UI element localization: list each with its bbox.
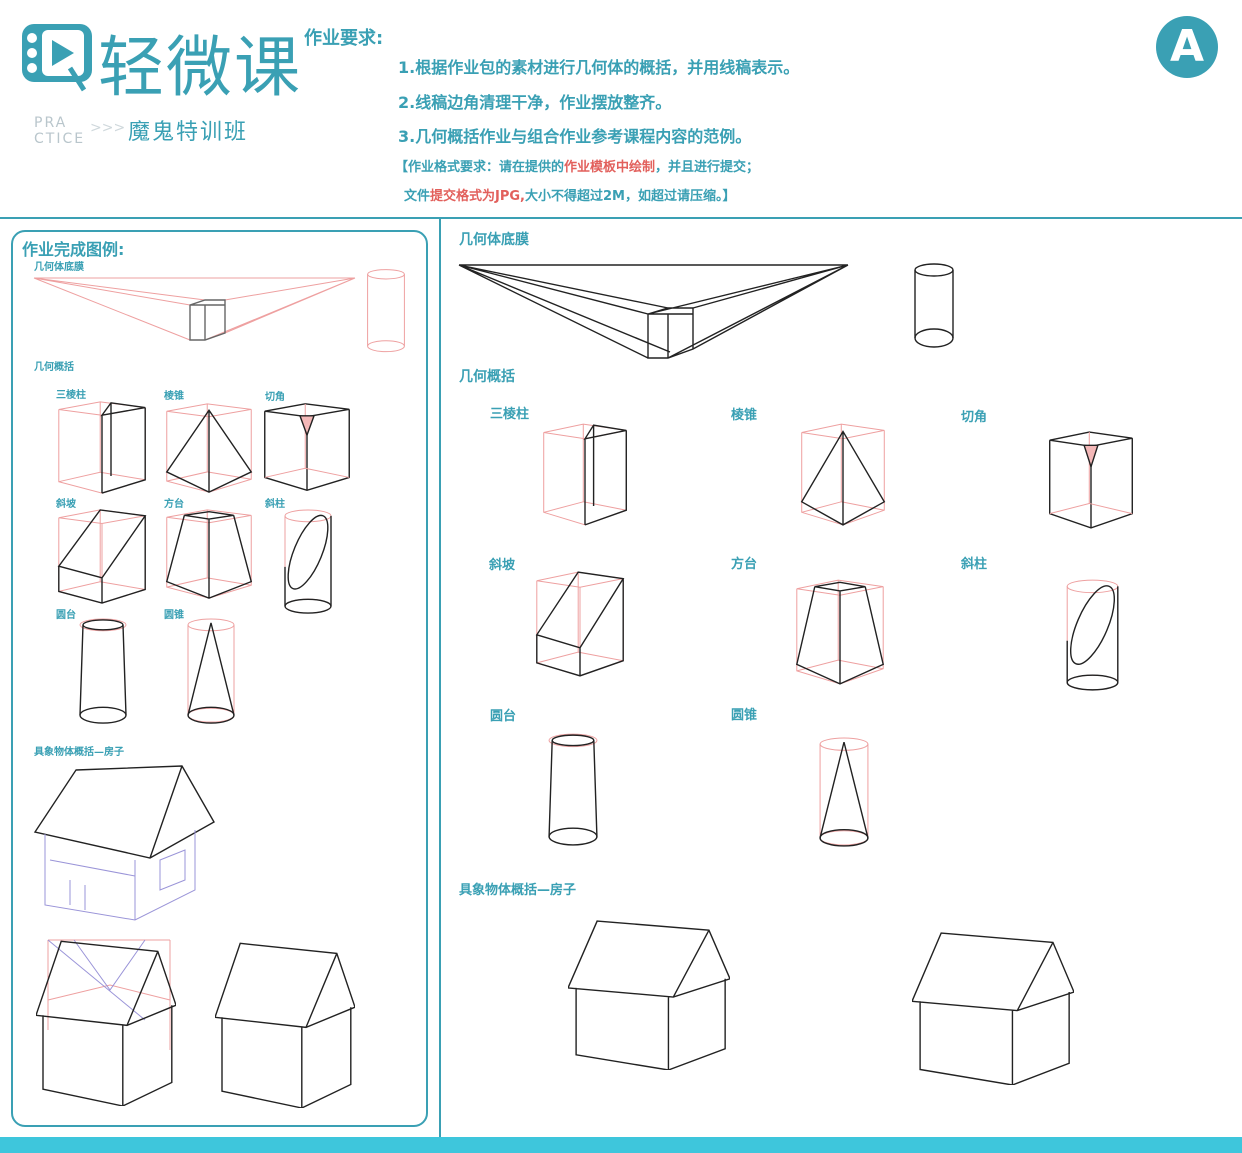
format-line-1: 【作业格式要求：请在提供的作业模板中绘制，并且进行提交；	[395, 160, 760, 175]
practice-label-2: CTICE	[34, 131, 86, 147]
subtitle: 魔鬼特训班	[128, 120, 249, 145]
header-divider	[0, 217, 1242, 219]
badge-a: A	[1156, 16, 1218, 78]
work-summary-label: 几何概括	[459, 369, 515, 385]
example-base-label: 几何体底膜	[34, 262, 84, 273]
example-shape-label: 三棱柱	[56, 390, 86, 401]
work-shape-label: 圆台	[490, 709, 517, 724]
detailed-house-sketch	[35, 766, 214, 920]
format-line-2: 文件提交格式为JPG,大小不得超过2M，如超过请压缩。】	[404, 189, 736, 204]
requirements-title: 作业要求:	[304, 28, 384, 49]
work-shape-label: 棱锥	[731, 408, 758, 423]
example-title: 作业完成图例:	[22, 240, 125, 259]
example-shape-label: 斜坡	[56, 499, 76, 510]
example-shape-label: 圆锥	[164, 610, 184, 621]
example-house-label: 具象物体概括—房子	[34, 747, 124, 758]
requirement-3: 3.几何概括作业与组合作业参考课程内容的范例。	[398, 127, 752, 146]
example-shape-label: 圆台	[56, 610, 76, 621]
arrows: >>>	[90, 120, 126, 136]
example-summary-label: 几何概括	[34, 362, 74, 373]
panel-divider	[439, 219, 441, 1137]
play-video-logo-icon	[22, 24, 92, 92]
work-shape-label: 三棱柱	[490, 407, 530, 422]
work-shape-label: 斜坡	[489, 558, 516, 573]
work-base-label: 几何体底膜	[459, 232, 529, 248]
example-panel	[11, 230, 428, 1127]
brand-name: 轻微课	[98, 29, 302, 106]
example-shapes	[35, 402, 355, 1108]
practice-label-1: PRA	[34, 115, 68, 131]
example-shape-label: 棱锥	[164, 391, 184, 402]
work-shape-label: 斜柱	[961, 557, 988, 572]
work-shapes	[537, 424, 1133, 1085]
bottom-bar	[0, 1137, 1242, 1153]
example-shape-label: 切角	[265, 392, 285, 403]
example-shape-label: 方台	[164, 499, 184, 510]
perspective-base-drawing-example	[34, 269, 405, 353]
work-house-label: 具象物体概括—房子	[459, 883, 577, 898]
example-shape-label: 斜柱	[265, 499, 285, 510]
perspective-base-drawing-work	[459, 264, 953, 358]
house-construction-sketch	[36, 940, 176, 1106]
requirement-1: 1.根据作业包的素材进行几何体的概括，并用线稿表示。	[398, 58, 800, 77]
work-shape-label: 切角	[961, 410, 988, 425]
requirement-2: 2.线稿边角清理干净，作业摆放整齐。	[398, 93, 672, 112]
work-shape-label: 圆锥	[731, 708, 758, 723]
work-shape-label: 方台	[731, 557, 758, 572]
